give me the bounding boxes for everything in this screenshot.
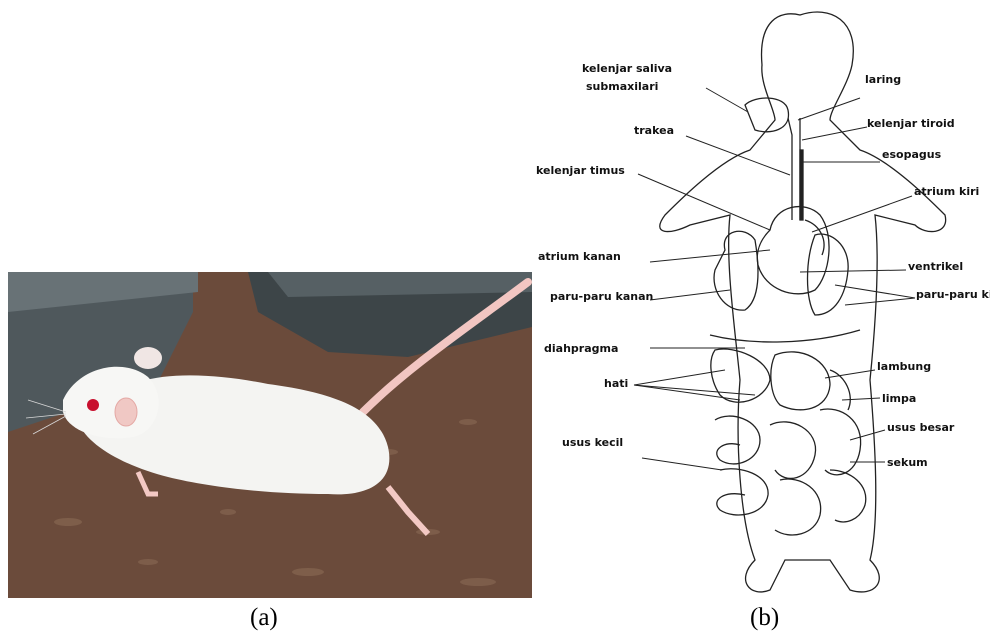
label-submaxilari: submaxilari	[586, 80, 658, 93]
body-outline	[660, 12, 946, 592]
anatomy-diagram-svg: kelenjar saliva submaxilari laring kelen…	[530, 0, 990, 600]
label-diafragma: diahpragma	[544, 342, 618, 355]
label-laring: laring	[865, 73, 901, 86]
label-kelenjar-saliva: kelenjar saliva	[582, 62, 672, 75]
label-sekum: sekum	[887, 456, 928, 469]
label-lambung: lambung	[877, 360, 931, 373]
mouse-photo-illustration	[8, 272, 532, 598]
anatomy-diagram: kelenjar saliva submaxilari laring kelen…	[530, 0, 990, 600]
caption-a: (a)	[250, 604, 278, 632]
label-limpa: limpa	[882, 392, 916, 405]
mouse-ear-back	[134, 347, 162, 369]
label-atrium-kanan: atrium kanan	[538, 250, 621, 263]
label-kelenjar-timus: kelenjar timus	[536, 164, 625, 177]
label-paru-kanan: paru-paru kanan	[550, 290, 653, 303]
label-kelenjar-tiroid: kelenjar tiroid	[867, 117, 955, 130]
mouse-photo	[8, 272, 532, 598]
label-atrium-kiri: atrium kiri	[914, 185, 979, 198]
label-hati: hati	[604, 377, 628, 390]
label-trakea: trakea	[634, 124, 674, 137]
mouse-eye	[87, 399, 99, 411]
mouse-ear-front	[115, 398, 137, 426]
label-ventrikel: ventrikel	[908, 260, 963, 273]
caption-b: (b)	[750, 604, 779, 632]
label-paru-kiri: paru-paru kiri	[916, 288, 990, 301]
label-usus-kecil: usus kecil	[562, 436, 623, 449]
label-usus-besar: usus besar	[887, 421, 955, 434]
label-esopagus: esopagus	[882, 148, 942, 161]
diagram-labels: kelenjar saliva submaxilari laring kelen…	[536, 62, 990, 469]
